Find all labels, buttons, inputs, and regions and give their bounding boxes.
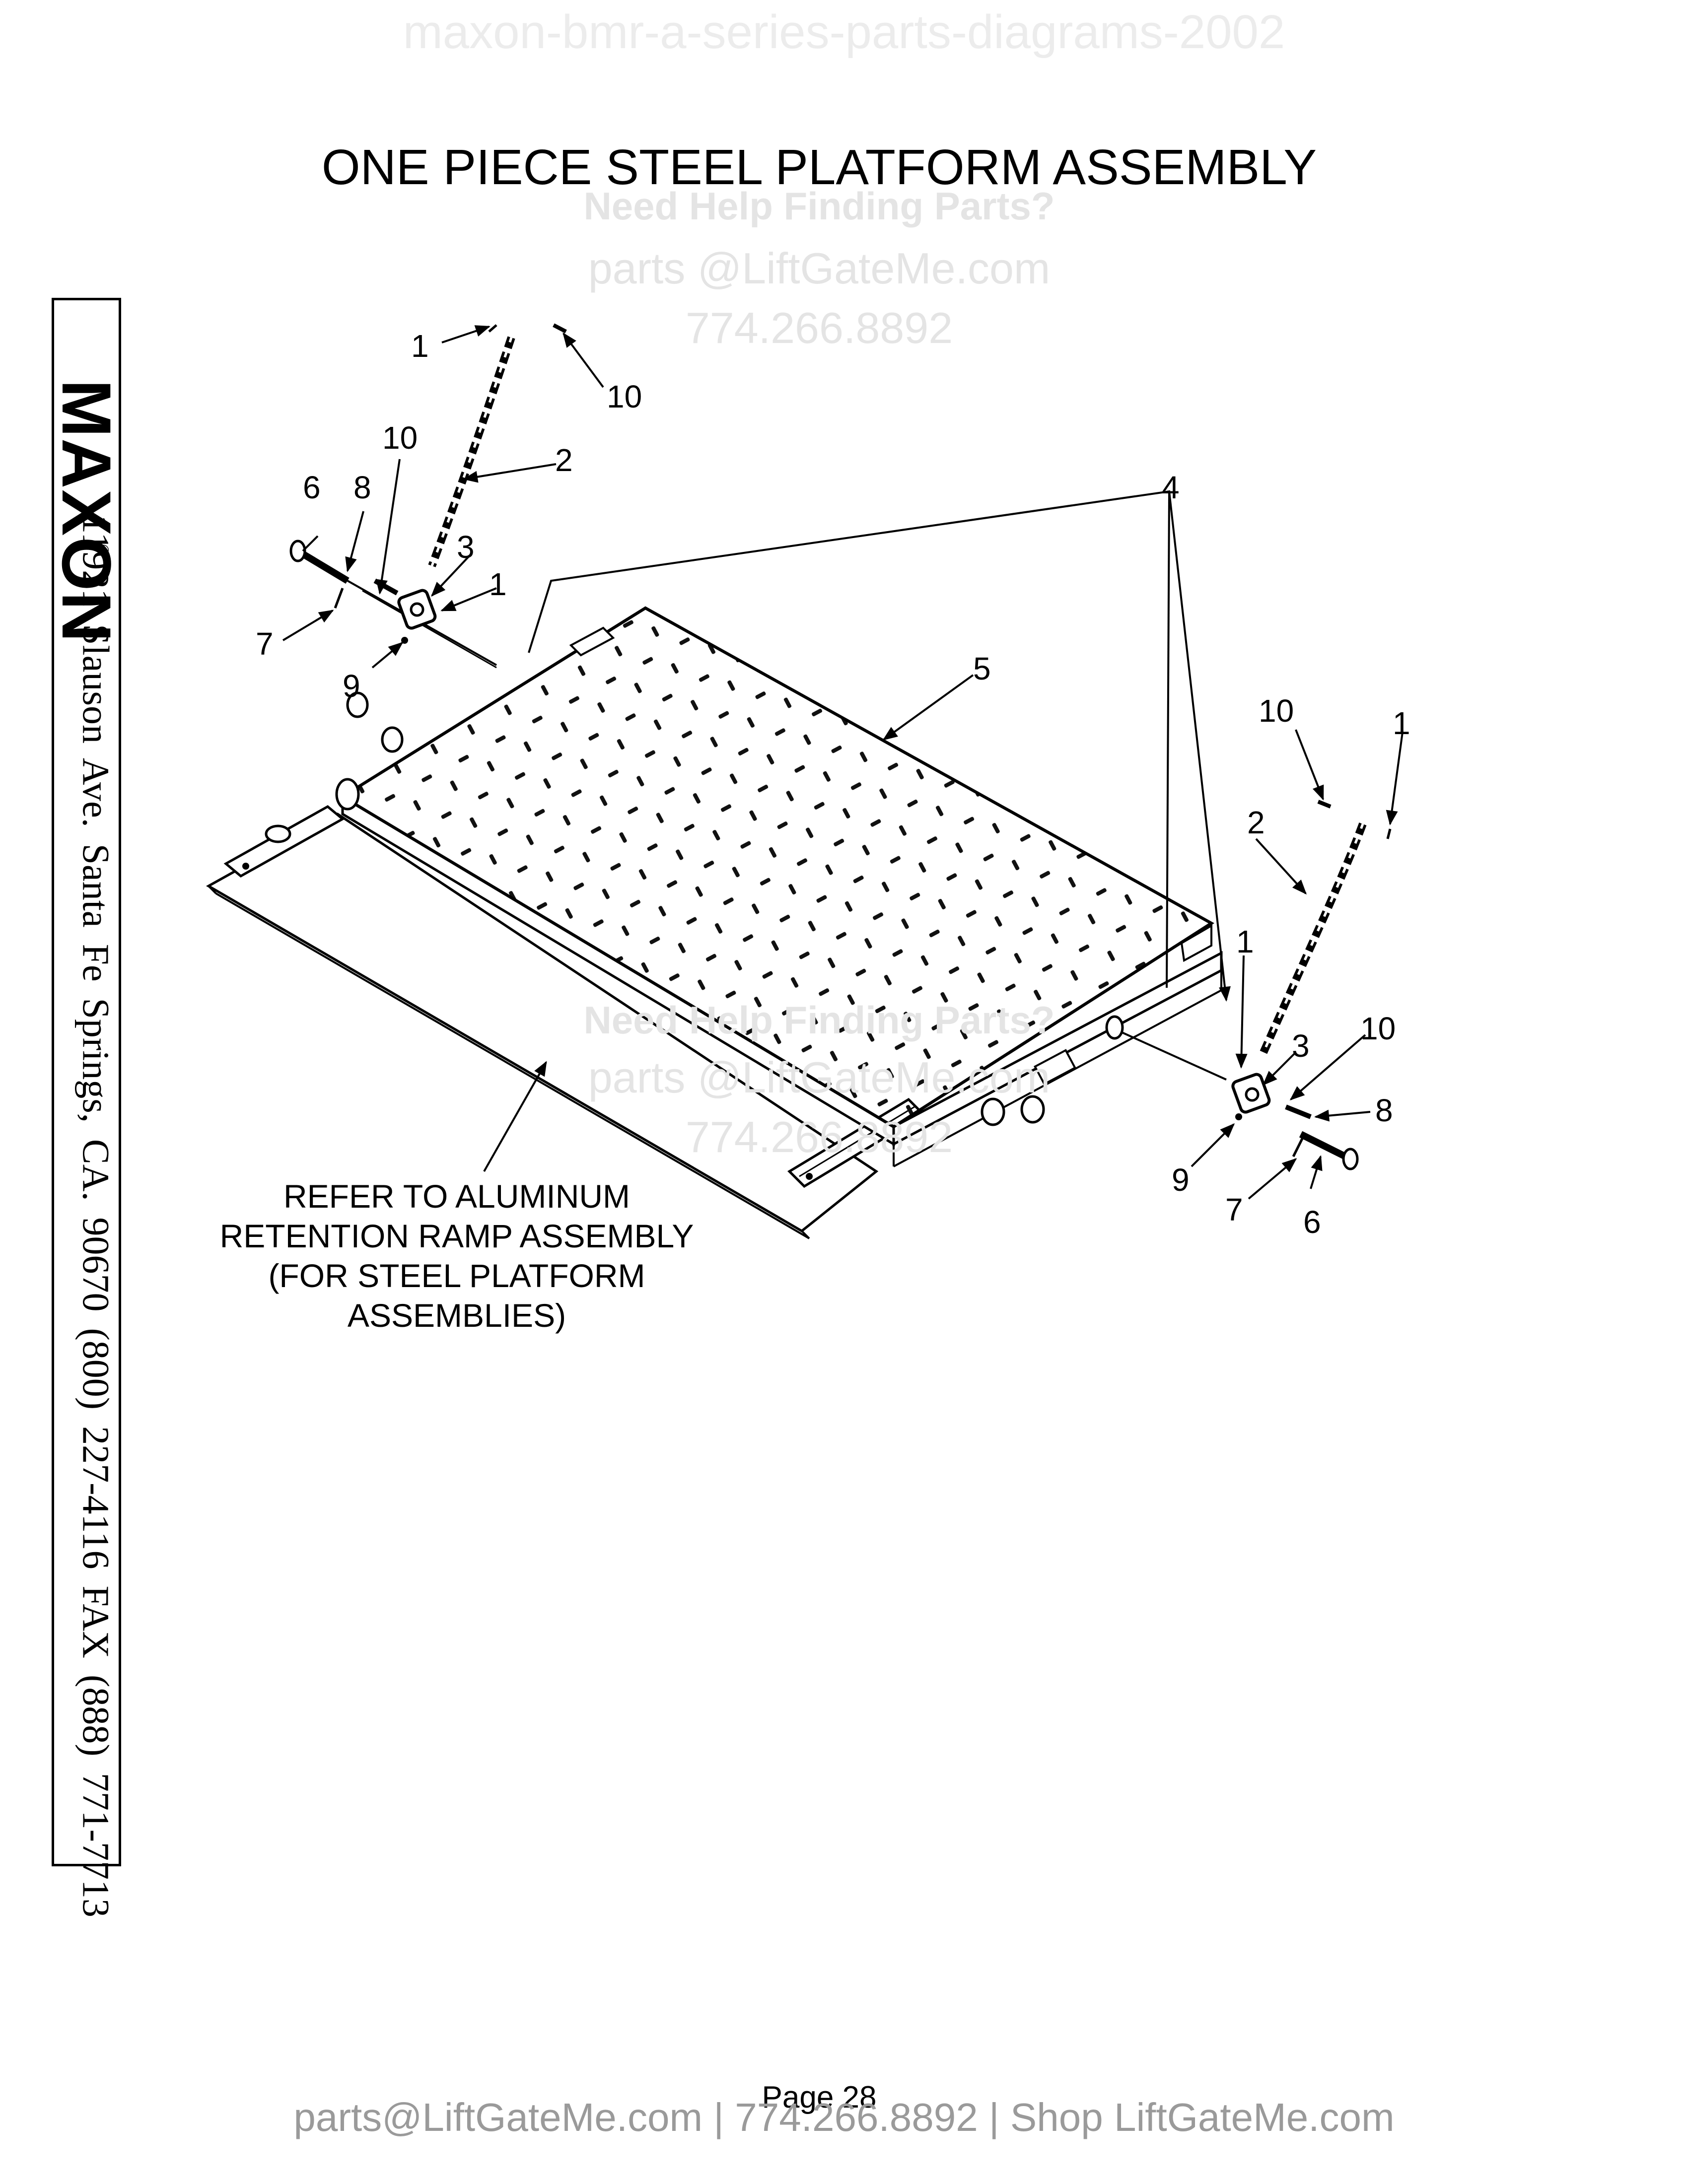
callout-9-right: 9 bbox=[1172, 1162, 1190, 1198]
cotter-pins-right bbox=[1292, 800, 1392, 1158]
cotter-pins-left bbox=[334, 323, 567, 609]
callout-7-left: 7 bbox=[256, 626, 274, 662]
help-watermark-email: parts @LiftGateMe.com bbox=[588, 244, 1051, 293]
callout-5: 5 bbox=[973, 651, 991, 686]
callout-10-left: 10 bbox=[382, 420, 418, 456]
company-sidebar bbox=[52, 298, 121, 1866]
watermark-document-id: maxon-bmr-a-series-parts-diagrams-2002 bbox=[403, 5, 1285, 59]
callout-10-right-top: 10 bbox=[1259, 693, 1294, 729]
callout-2-left: 2 bbox=[555, 442, 573, 478]
callout-3-right: 3 bbox=[1292, 1028, 1310, 1064]
callout-6-left: 6 bbox=[303, 470, 321, 505]
hinge-tubes bbox=[335, 691, 1124, 1126]
callout-4: 4 bbox=[1162, 470, 1180, 505]
pin-right bbox=[1122, 1031, 1359, 1170]
callout-7-right: 7 bbox=[1225, 1192, 1243, 1228]
chain-link-bracket-right bbox=[1231, 1073, 1312, 1120]
callout-2-right: 2 bbox=[1247, 805, 1265, 840]
help-watermark-heading: Need Help Finding Parts? bbox=[583, 184, 1055, 228]
chain-link-bracket-left bbox=[373, 578, 437, 644]
ramp-bracket-left bbox=[223, 805, 345, 878]
retention-ramp-note: REFER TO ALUMINUM RETENTION RAMP ASSEMBL… bbox=[219, 1178, 694, 1334]
help-watermark-email-2: parts @LiftGateMe.com bbox=[588, 1053, 1051, 1102]
callout-10-top: 10 bbox=[607, 379, 642, 414]
leader-lines bbox=[282, 325, 1404, 1200]
footer-contact: parts@LiftGateMe.com | 774.266.8892 | Sh… bbox=[293, 2095, 1395, 2139]
callout-3-left: 3 bbox=[457, 529, 475, 565]
callout-1-top: 1 bbox=[411, 328, 429, 364]
callout-8-left: 8 bbox=[353, 470, 371, 505]
platform-edge bbox=[341, 794, 1223, 1167]
callout-1-left: 1 bbox=[489, 566, 507, 602]
callout-8-right: 8 bbox=[1375, 1092, 1393, 1128]
help-watermark-phone-2: 774.266.8892 bbox=[685, 1112, 953, 1161]
callout-1-right-top: 1 bbox=[1393, 705, 1410, 741]
page-number: Page 28 bbox=[762, 2080, 877, 2115]
callout-9-left: 9 bbox=[343, 668, 360, 704]
callout-10-right: 10 bbox=[1360, 1011, 1396, 1046]
page-title: ONE PIECE STEEL PLATFORM ASSEMBLY bbox=[321, 139, 1317, 195]
callout-1-right: 1 bbox=[1236, 924, 1254, 959]
help-watermark-phone: 774.266.8892 bbox=[685, 303, 953, 352]
help-watermark-heading-2: Need Help Finding Parts? bbox=[583, 998, 1055, 1042]
steel-platform bbox=[340, 606, 1214, 1129]
callout-6-right: 6 bbox=[1303, 1204, 1321, 1240]
chain-right bbox=[1260, 822, 1367, 1054]
